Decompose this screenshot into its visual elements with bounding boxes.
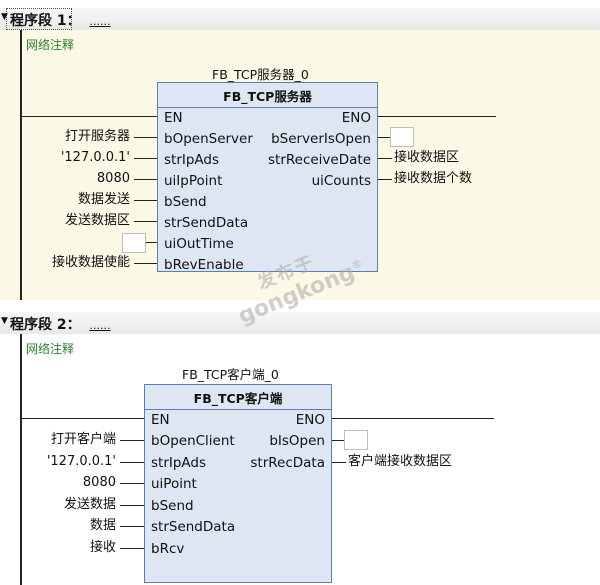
fb-block-tcp-server[interactable]: FB_TCP服务器 EN ENO bOpenServer strIpAds ui…: [157, 82, 378, 273]
input-wire: [120, 548, 144, 549]
output-wire: [378, 158, 392, 159]
pin-output[interactable]: bServerIsOpen: [271, 131, 371, 147]
pin-input[interactable]: strSendData: [151, 519, 236, 535]
input-actual[interactable]: 接收: [89, 540, 116, 555]
network-segment-1: ▼ 程序段 1： ...... 网络注释 FB_TCP服务器_0 FB_TCP服…: [0, 8, 600, 300]
output-wire: [378, 179, 392, 180]
power-rail: [20, 30, 22, 300]
pin-input[interactable]: bRevEnable: [164, 257, 244, 273]
eno-wire: [332, 418, 494, 419]
pin-output[interactable]: strReceiveDate: [268, 152, 371, 168]
segment-title-placeholder[interactable]: ......: [89, 319, 111, 332]
pin-input[interactable]: bRcv: [151, 541, 185, 557]
segment-label: 程序段: [10, 317, 52, 333]
pin-eno[interactable]: ENO: [341, 110, 371, 126]
en-wire: [21, 418, 144, 419]
pin-output[interactable]: strRecData: [250, 455, 325, 471]
input-actual[interactable]: 数据发送: [77, 192, 130, 207]
focus-outline: [6, 8, 72, 30]
input-wire: [120, 462, 144, 463]
input-wire: [134, 158, 157, 159]
fb-separator: [158, 107, 377, 108]
fb-type-name: FB_TCP客户端: [193, 391, 283, 406]
pin-input[interactable]: uiOutTime: [164, 236, 234, 252]
output-wire: [378, 137, 390, 138]
eno-wire: [378, 116, 496, 117]
network-segment-2: ▼ 程序段 2： ...... 网络注释 FB_TCP客户端_0 FB_TCP客…: [0, 312, 600, 585]
segment-number: 1：: [56, 13, 81, 29]
input-actual[interactable]: 8080: [82, 475, 116, 490]
pin-en[interactable]: EN: [164, 110, 183, 126]
pin-input[interactable]: uiIpPoint: [164, 173, 223, 189]
pin-input[interactable]: strIpAds: [151, 455, 207, 471]
segment-title: 程序段 2： ......: [10, 314, 110, 334]
collapse-triangle-icon[interactable]: ▼: [1, 316, 8, 326]
output-actual[interactable]: 接收数据个数: [394, 171, 473, 186]
collapse-triangle-icon[interactable]: ▼: [1, 12, 8, 22]
input-actual[interactable]: 8080: [96, 171, 130, 186]
pin-input[interactable]: strSendData: [164, 215, 249, 231]
pin-en[interactable]: EN: [151, 412, 170, 428]
fb-separator: [145, 409, 331, 410]
pin-input[interactable]: bSend: [164, 194, 207, 210]
output-wire: [332, 462, 346, 463]
fb-block-tcp-client[interactable]: FB_TCP客户端 EN ENO bOpenClient strIpAds ui…: [144, 384, 332, 583]
segment-body: 网络注释 FB_TCP服务器_0 FB_TCP服务器 EN ENO bOpenS…: [0, 30, 600, 300]
input-actual[interactable]: 接收数据使能: [51, 255, 130, 270]
input-wire: [134, 137, 157, 138]
segment-body: 网络注释 FB_TCP客户端_0 FB_TCP客户端 EN ENO bOpenC…: [0, 334, 600, 585]
input-wire: [134, 221, 157, 222]
fb-instance-name[interactable]: FB_TCP服务器_0: [212, 67, 309, 82]
input-wire: [134, 179, 157, 180]
input-wire: [120, 483, 144, 484]
empty-input-field[interactable]: [122, 233, 146, 253]
pin-eno[interactable]: ENO: [295, 412, 325, 428]
pin-input[interactable]: bOpenClient: [151, 433, 235, 449]
input-actual[interactable]: 数据: [89, 518, 116, 533]
output-wire: [332, 440, 344, 441]
input-wire: [120, 526, 144, 527]
pin-output[interactable]: bIsOpen: [269, 433, 325, 449]
input-wire: [134, 200, 157, 201]
segment-label: 程序段: [10, 13, 52, 29]
input-actual[interactable]: 发送数据: [63, 497, 116, 512]
power-rail: [20, 334, 22, 585]
en-wire: [21, 116, 157, 117]
network-comment[interactable]: 网络注释: [26, 38, 75, 52]
input-wire: [134, 263, 157, 264]
input-actual[interactable]: '127.0.0.1': [60, 150, 130, 165]
empty-output-field[interactable]: [344, 430, 368, 450]
pin-input[interactable]: bSend: [151, 498, 194, 514]
pin-input[interactable]: uiPoint: [151, 476, 197, 492]
segment-number: 2：: [56, 317, 81, 333]
fb-type-name: FB_TCP服务器: [223, 89, 312, 104]
input-actual[interactable]: 发送数据区: [64, 213, 130, 228]
pin-output[interactable]: uiCounts: [311, 173, 371, 189]
fb-instance-name[interactable]: FB_TCP客户端_0: [182, 367, 279, 382]
empty-output-field[interactable]: [390, 127, 414, 147]
segment-header[interactable]: ▼ 程序段 2： ......: [0, 312, 600, 335]
output-actual[interactable]: 接收数据区: [394, 150, 460, 165]
network-comment[interactable]: 网络注释: [26, 342, 75, 356]
input-actual[interactable]: 打开服务器: [64, 129, 130, 144]
input-actual[interactable]: 打开客户端: [50, 432, 116, 447]
segment-title: 程序段 1： ......: [10, 10, 110, 30]
segment-header[interactable]: ▼ 程序段 1： ......: [0, 8, 600, 31]
segment-title-placeholder[interactable]: ......: [89, 15, 111, 28]
output-actual[interactable]: 客户端接收数据区: [348, 454, 453, 469]
input-wire: [120, 440, 144, 441]
pin-input[interactable]: strIpAds: [164, 152, 220, 168]
pin-input[interactable]: bOpenServer: [164, 131, 253, 147]
input-actual[interactable]: '127.0.0.1': [46, 454, 116, 469]
input-wire: [120, 505, 144, 506]
